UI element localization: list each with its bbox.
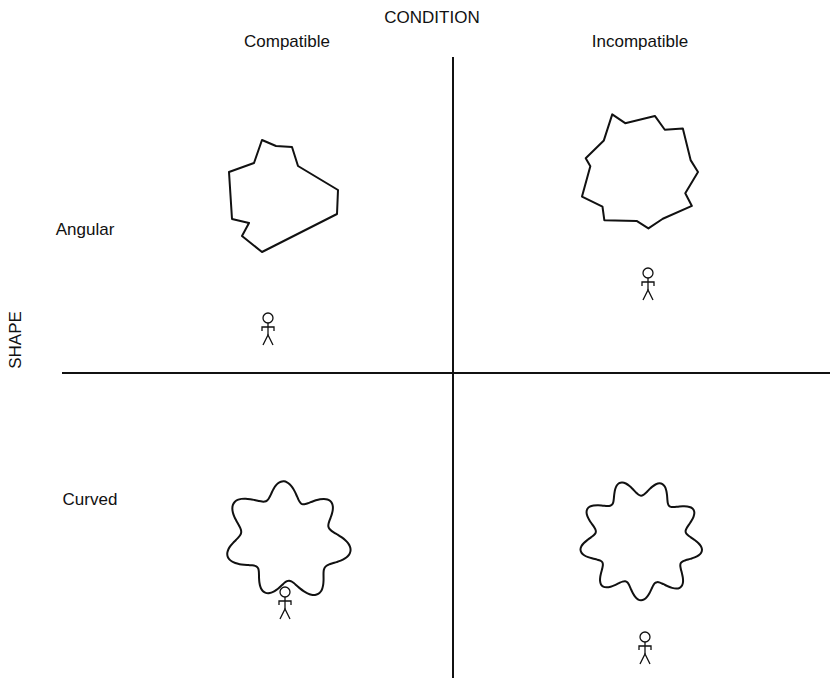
figure-body — [647, 278, 648, 290]
stick-figure — [262, 313, 274, 345]
vertical-axis — [452, 57, 454, 678]
figure-body — [267, 323, 268, 335]
curved-shape — [227, 481, 350, 595]
axis-title: CONDITION — [384, 9, 479, 28]
stick-figures — [262, 268, 654, 664]
figure-arms — [639, 646, 651, 650]
figure-arms — [279, 601, 291, 605]
figure-arms — [642, 282, 654, 286]
row-label: Angular — [56, 221, 115, 240]
horizontal-axis — [62, 372, 830, 374]
stick-figure — [642, 268, 654, 300]
angular-shape — [229, 140, 338, 252]
figure-legs — [643, 290, 653, 300]
stick-figure — [639, 632, 651, 664]
angular-shape — [582, 114, 698, 228]
curved-shape — [580, 482, 702, 600]
figure-legs — [263, 335, 273, 345]
axis-title: SHAPE — [7, 311, 26, 369]
figure-body — [644, 642, 645, 654]
figure-body — [284, 597, 285, 609]
column-label: Incompatible — [592, 33, 688, 52]
row-label: Curved — [63, 491, 118, 510]
figure-legs — [640, 654, 650, 664]
stick-figure — [279, 587, 291, 619]
figure-head — [263, 313, 273, 323]
figure-head — [280, 587, 290, 597]
figure-head — [640, 632, 650, 642]
figure-arms — [262, 327, 274, 331]
column-label: Compatible — [244, 33, 330, 52]
figure-head — [643, 268, 653, 278]
figure-legs — [280, 609, 290, 619]
